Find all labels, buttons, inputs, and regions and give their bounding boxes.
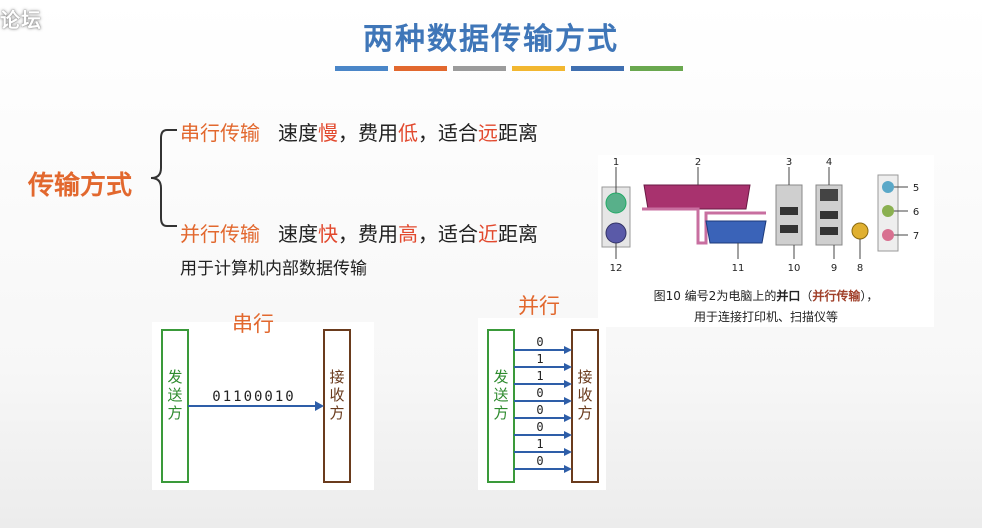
parallel-text-3: ，适合 [418,222,478,246]
usb-port-2b [820,227,838,235]
caption-bold: 并口 [776,289,801,303]
caption-bold2: 并行传输 [812,289,861,303]
parallel-name: 并行传输 [180,222,260,246]
parallel-port-bracket [642,207,766,245]
parallel-arrow-head-2 [564,380,572,388]
brace-icon [150,129,177,227]
serial-receiver-label: 接收方 [329,368,344,422]
vga-port [705,220,767,244]
label-num-1: 1 [613,157,619,168]
label-num-4: 4 [826,157,832,168]
transmission-mode-label: 传输方式 [28,171,133,201]
serial-bits: 01100010 [212,389,295,405]
parallel-text-4: 距离 [498,222,538,246]
parallel-arrow-head-6 [564,448,572,456]
caption-paren-close: ）， [860,289,879,303]
serial-text-1: 速度 [278,121,318,145]
label-num-7: 7 [913,231,919,242]
parallel-bit-3: 0 [536,386,543,400]
ps2-mouse-port [605,192,627,214]
label-num-2: 2 [695,157,701,168]
color-segment-2 [394,66,447,71]
color-segment-4 [512,66,565,71]
color-segment-1 [335,66,388,71]
parallel-bit-2: 1 [536,369,543,383]
parallel-distance: 近 [478,222,498,246]
coax-port [851,222,869,240]
usb-port-1a [780,207,798,215]
serial-diagram-title: 串行 [232,312,274,336]
port-panel-image: 1 2 3 4 12 11 10 9 8 5 6 7 图10 编号2为电脑上的并… [598,155,934,327]
parallel-diagram-title: 并行 [518,294,560,318]
audio-jack-green [882,205,894,217]
serial-text-2: ，费用 [338,121,398,145]
serial-speed: 慢 [318,121,338,145]
page-title: 两种数据传输方式 [363,22,619,57]
parallel-sender-box [487,329,515,483]
parallel-bit-4: 0 [536,403,543,417]
parallel-bit-7: 0 [536,454,543,468]
parallel-bit-1: 1 [536,352,543,366]
parallel-port [643,184,751,210]
parallel-arrow-head-7 [564,465,572,473]
parallel-arrow-head-0 [564,346,572,354]
label-num-6: 6 [913,207,919,218]
serial-diagram: 发送方 接收方 01100010 [161,329,351,483]
parallel-bit-0: 0 [536,335,543,349]
parallel-receiver-box [571,329,599,483]
caption-paren-open: （ [800,289,813,303]
parallel-speed: 快 [318,222,338,246]
parallel-text-2: ，费用 [338,222,398,246]
label-num-9: 9 [831,263,837,274]
port-panel-illustration: 1 2 3 4 12 11 10 9 8 5 6 7 [601,157,919,274]
usb-port-1b [780,225,798,233]
serial-distance: 远 [478,121,498,145]
label-num-12: 12 [610,263,623,274]
serial-cost: 低 [398,121,418,145]
serial-sender-label: 发送方 [167,368,182,422]
parallel-arrow-head-3 [564,397,572,405]
color-segment-5 [571,66,624,71]
audio-jack-pink [882,229,894,241]
parallel-description: 并行传输速度快，费用高，适合近距离 [180,218,538,247]
label-num-11: 11 [732,263,745,274]
watermark-text: 论坛 [0,8,42,32]
caption-prefix: 图10 编号2为电脑上的 [653,289,777,303]
label-num-3: 3 [786,157,792,168]
serial-description: 串行传输速度慢，费用低，适合远距离 [180,117,538,146]
parallel-arrow-head-1 [564,363,572,371]
serial-text-3: ，适合 [418,121,478,145]
parallel-cost: 高 [398,222,418,246]
audio-jack-blue [882,181,894,193]
parallel-text-1: 速度 [278,222,318,246]
parallel-bit-5: 0 [536,420,543,434]
parallel-arrow-head-5 [564,431,572,439]
color-segment-3 [453,66,506,71]
photo-caption: 图10 编号2为电脑上的并口（并行传输）， [598,287,934,304]
label-num-8: 8 [857,263,863,274]
ps2-keyboard-port [605,222,627,244]
photo-caption-line2: 用于连接打印机、扫描仪等 [693,310,838,324]
parallel-bit-6: 1 [536,437,543,451]
usb-port-2a [820,211,838,219]
label-num-10: 10 [788,263,801,274]
parallel-receiver-label: 接收方 [577,368,592,422]
parallel-note: 用于计算机内部数据传输 [180,259,367,279]
serial-text-4: 距离 [498,121,538,145]
color-segment-6 [630,66,683,71]
lan-port [820,189,838,201]
serial-arrow-head [315,401,324,411]
color-bar [335,66,683,71]
parallel-arrow-head-4 [564,414,572,422]
parallel-diagram: 发送方 接收方 0 1 1 0 0 0 1 0 [487,329,599,483]
parallel-sender-label: 发送方 [493,368,508,422]
label-num-5: 5 [913,183,919,194]
serial-name: 串行传输 [180,121,260,145]
